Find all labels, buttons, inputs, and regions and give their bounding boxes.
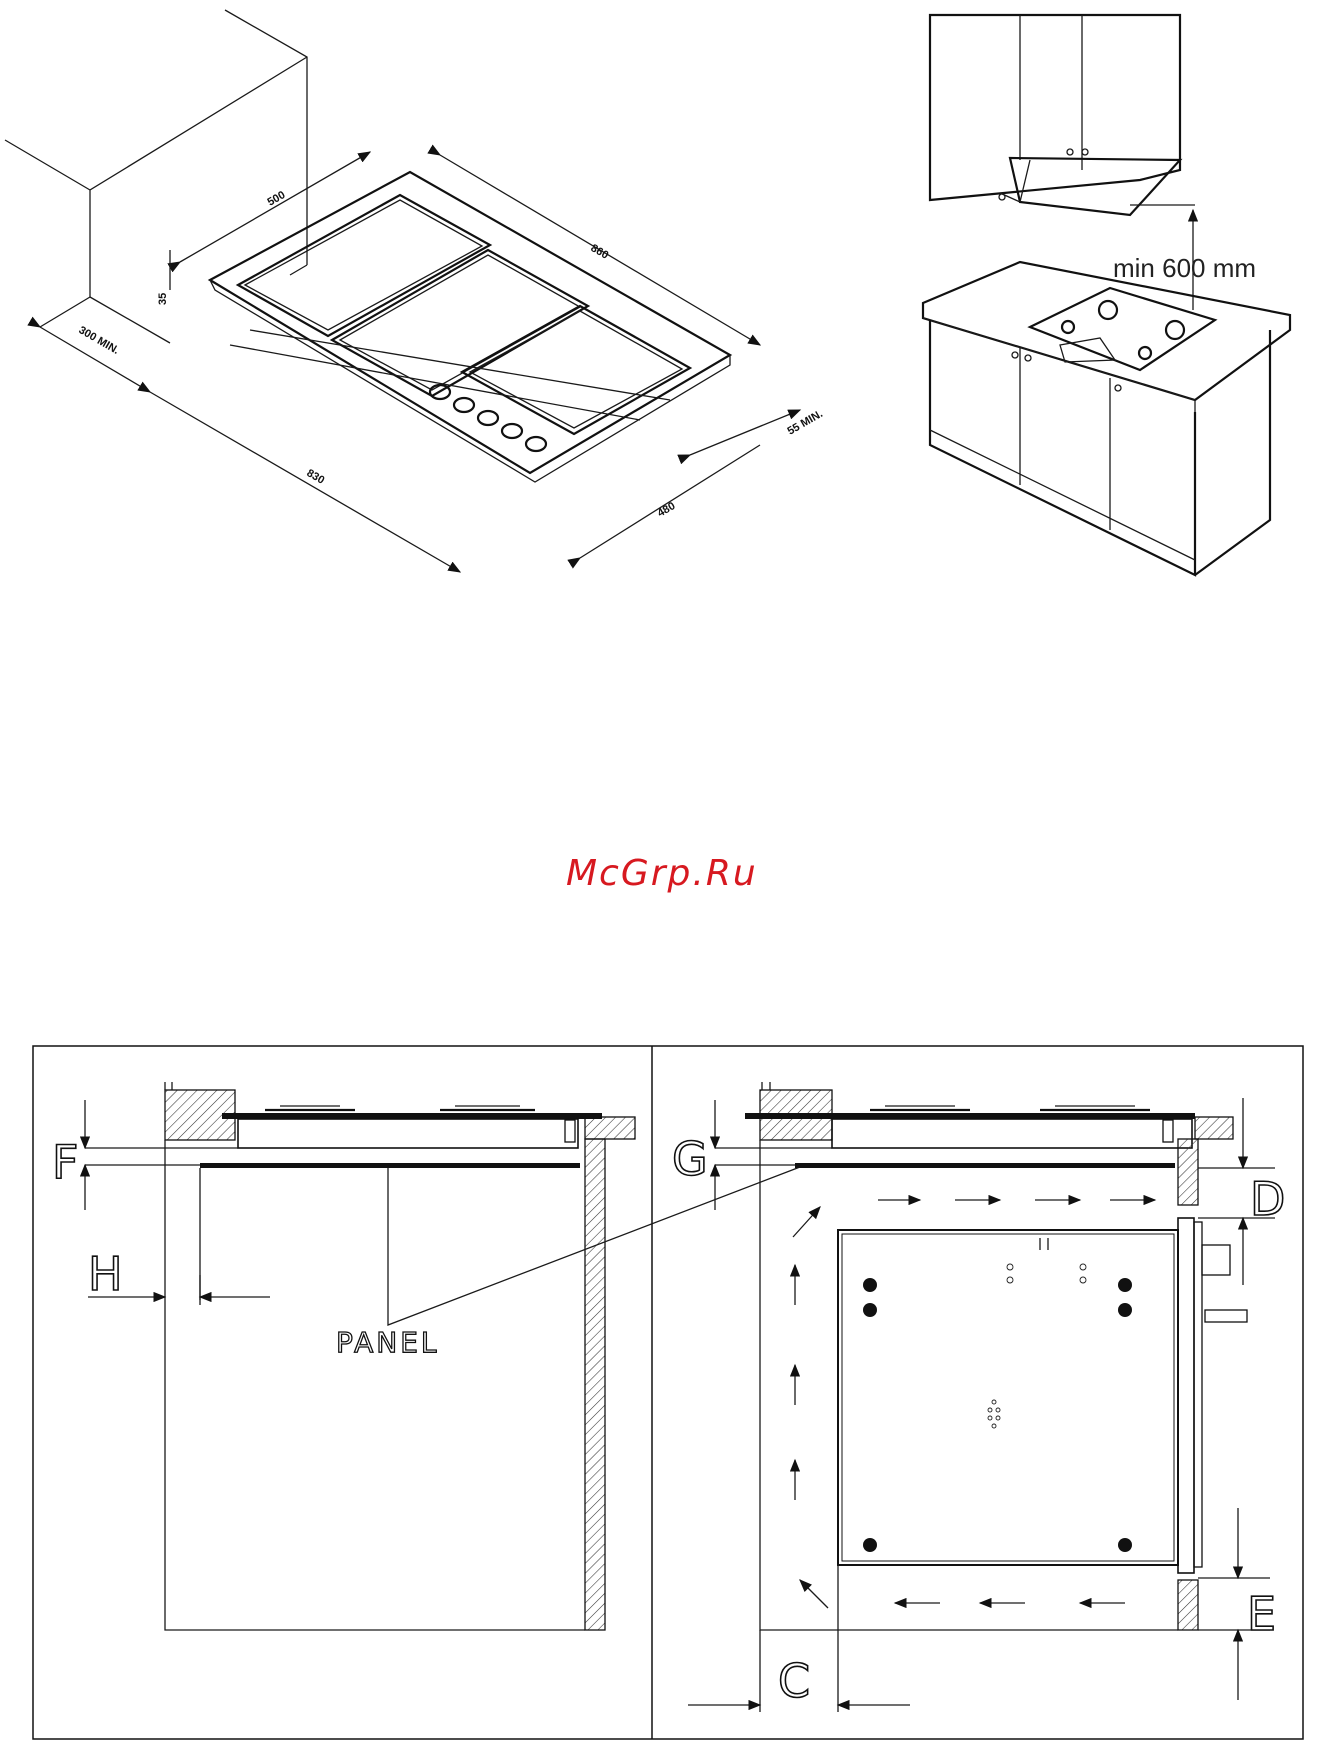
label-f: F xyxy=(52,1135,78,1189)
dim-width-label: 500 xyxy=(266,189,288,209)
label-e: E xyxy=(1247,1587,1276,1641)
ventilation-clearance-diagram: G D E C xyxy=(672,1082,1285,1712)
label-h: H xyxy=(88,1247,123,1301)
dim-cutout-width-label: 480 xyxy=(656,500,678,520)
label-c: C xyxy=(778,1654,810,1708)
watermark-text: McGrp.Ru xyxy=(566,853,758,894)
label-panel: PANEL xyxy=(336,1326,439,1359)
hood-clearance-diagram: min 600 mm xyxy=(923,15,1290,575)
dim-height-label: 35 xyxy=(157,293,169,305)
hood-clearance-label: min 600 mm xyxy=(1113,253,1256,283)
dim-edge-clearance-label: 55 MIN. xyxy=(786,408,825,438)
bottom-frame xyxy=(33,1046,1303,1739)
dim-length-label: 860 xyxy=(589,242,611,262)
label-d: D xyxy=(1250,1172,1285,1226)
hob-knobs xyxy=(430,385,546,451)
hob-dimension-diagram: 500 860 35 300 MIN. 830 480 55 MIN. xyxy=(5,10,825,572)
label-g: G xyxy=(672,1132,708,1186)
